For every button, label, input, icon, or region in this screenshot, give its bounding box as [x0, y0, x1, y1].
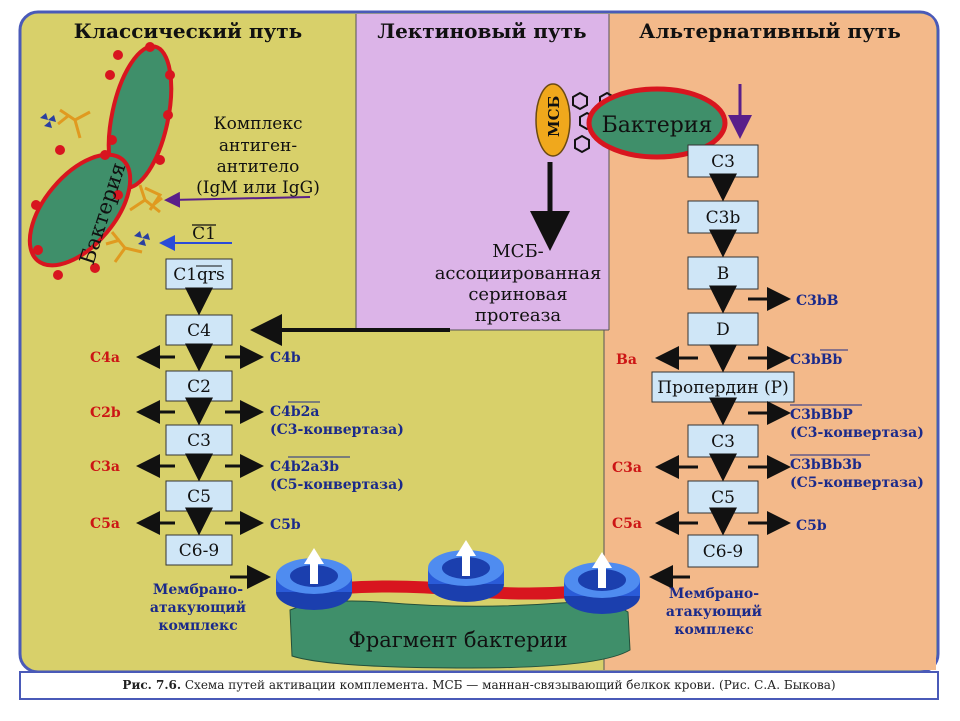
alt-box-c3-second: C3 — [711, 432, 735, 452]
caption-number: Рис. 7.6. — [122, 678, 182, 692]
classical-bacteria-bottom: Бактерия — [27, 145, 133, 280]
classical-bacteria-top — [105, 42, 175, 190]
alt-box-d: D — [716, 320, 730, 340]
alternative-left-products: Ba C3a C5a — [612, 352, 642, 532]
classical-box-c1qrs: C1qrs — [173, 265, 225, 285]
complex-label-3: антитело — [217, 157, 300, 177]
alternative-mac-label: Мембрано- атакующий комплекс — [666, 586, 762, 638]
product-c3bbb3b: C3bBb3b — [790, 457, 862, 473]
alternative-panel — [604, 14, 936, 670]
product-c3a: C3a — [90, 459, 120, 475]
product-c4a: C4a — [90, 350, 120, 366]
caption-frame — [19, 671, 939, 700]
svg-text:ассоциированная: ассоциированная — [435, 263, 602, 284]
product-c3bbbp: C3bBbP — [790, 407, 853, 423]
header-lectin: Лектиновый путь — [377, 19, 586, 43]
classical-box-c5: C5 — [187, 487, 211, 507]
classical-box-c2: C2 — [187, 377, 211, 397]
classical-box-c6-9: C6-9 — [179, 541, 219, 561]
alt-box-b: B — [717, 264, 730, 284]
header-alternative: Альтернативный путь — [639, 19, 901, 43]
product-alt-c3a: C3a — [612, 460, 642, 476]
classical-left-products: C4a C2b C3a C5a — [90, 350, 121, 532]
complex-label-1: Комплекс — [214, 114, 303, 134]
classical-mac-label: Мембрано- атакующий комплекс — [150, 582, 246, 634]
classical-side-arrows — [136, 345, 264, 535]
product-alt-c3-convertase: (C3-конвертаза) — [790, 425, 924, 441]
protease-label: МСБ- ассоциированная сериновая протеаза — [435, 241, 602, 326]
product-alt-c5a: C5a — [612, 516, 642, 532]
product-alt-c5b: C5b — [796, 518, 827, 534]
complex-arrow — [164, 191, 311, 208]
product-ba: Ba — [616, 352, 637, 368]
product-c3bb: C3bB — [796, 293, 839, 309]
fragment-label: Фрагмент бактерии — [348, 628, 567, 652]
svg-text:атакующий: атакующий — [150, 599, 246, 616]
complex-label-4: (IgM или IgG) — [196, 178, 320, 198]
svg-text:комплекс: комплекс — [674, 622, 753, 638]
product-c2b: C2b — [90, 405, 121, 421]
svg-text:Мембрано-: Мембрано- — [669, 586, 759, 602]
mac-pores — [276, 540, 640, 614]
product-c3bbb: C3bBb — [790, 352, 843, 368]
classical-box-c4: C4 — [187, 321, 211, 341]
antibody-icons — [57, 108, 163, 263]
alt-box-c5: C5 — [711, 488, 735, 508]
svg-text:протеаза: протеаза — [475, 305, 562, 326]
classical-box-c3: C3 — [187, 431, 211, 451]
svg-text:комплекс: комплекс — [158, 618, 237, 634]
caption-text: Схема путей активации комплемента. МСБ —… — [181, 678, 836, 692]
product-alt-c5-convertase: (C5-конвертаза) — [790, 475, 924, 491]
header-classical: Классический путь — [74, 19, 302, 43]
product-c4b2a: C4b2a — [270, 404, 320, 420]
lectin-bacteria-label: Бактерия — [602, 113, 713, 138]
product-c5b: C5b — [270, 517, 301, 533]
alt-box-c6-9: C6-9 — [703, 542, 743, 562]
lectin-panel — [356, 14, 609, 330]
alt-box-properdin: Пропердин (P) — [657, 378, 788, 398]
classical-right-products: C4b C4b2a (C3-конвертаза) C4b2a3b (C5-ко… — [270, 350, 404, 533]
product-c5a: C5a — [90, 516, 120, 532]
figure-caption: Рис. 7.6. Схема путей активации комплеме… — [20, 671, 938, 699]
svg-text:МСБ-: МСБ- — [492, 241, 544, 262]
product-c3-convertase: (C3-конвертаза) — [270, 422, 404, 438]
c1q-icons — [40, 113, 150, 246]
product-c4b2a3b: C4b2a3b — [270, 459, 339, 475]
c1-label: C1 — [192, 224, 216, 244]
msb-molecule: МСБ — [535, 83, 571, 157]
svg-text:Мембрано-: Мембрано- — [153, 582, 243, 598]
alternative-right-products: C3bB C3bBb C3bBbP (C3-конвертаза) C3bBb3… — [790, 293, 924, 534]
svg-text:сериновая: сериновая — [468, 284, 567, 305]
lectin-bacteria: Бактерия — [586, 86, 728, 160]
msb-label: МСБ — [545, 96, 563, 137]
svg-text:атакующий: атакующий — [666, 603, 762, 620]
alt-box-c3b: C3b — [706, 208, 741, 228]
complex-label-2: антиген- — [219, 136, 297, 156]
product-c4b: C4b — [270, 350, 301, 366]
alt-box-c3: C3 — [711, 152, 735, 172]
alternative-side-arrows — [655, 287, 791, 535]
product-c5-convertase: (C5-конвертаза) — [270, 477, 404, 493]
